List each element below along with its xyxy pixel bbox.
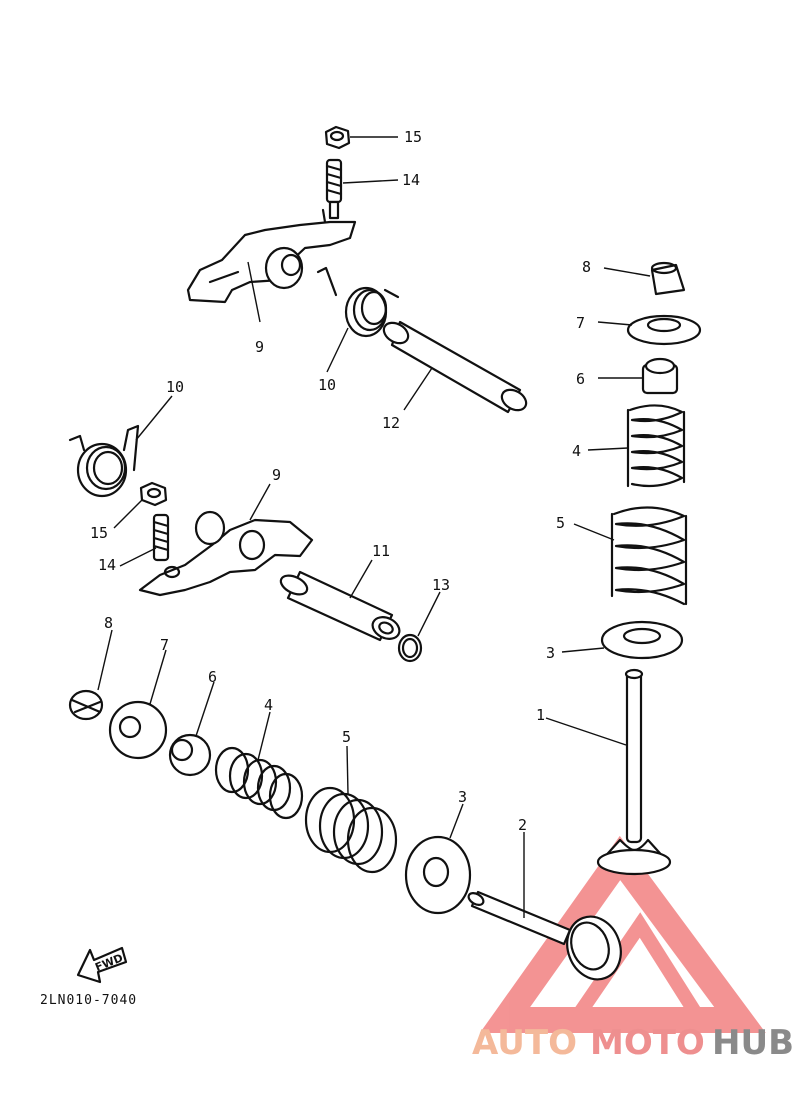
callout-3-left: 3 [458,788,467,806]
valve-stem-seal-6-right [641,357,679,395]
rocker-arm-9-top [186,208,357,304]
valve-spring-5-left [304,786,398,874]
watermark-logo [479,835,766,1033]
valve-spring-5-right [610,506,688,606]
callout-9-left: 9 [272,466,281,484]
spring-retainer-7-right [626,314,702,346]
watermark-auto: AUTO [472,1023,577,1063]
callout-3-right: 3 [546,644,555,662]
callout-7-right: 7 [576,314,585,332]
valve-stem-seal-6-left [168,733,212,777]
rocker-shaft-11 [279,570,401,642]
adjuster-screw-14-top [325,158,343,220]
callout-15-left: 15 [90,524,108,542]
nut-15-left [139,481,168,507]
valve-2 [467,890,622,981]
callout-10-left: 10 [166,378,184,396]
watermark-moto: MOTO [590,1023,705,1063]
callout-4-left: 4 [264,696,273,714]
leader-lines [97,136,651,918]
valve-cotter-8-left [68,689,104,721]
valve-1 [596,668,672,876]
o-ring-13 [397,633,423,663]
fwd-arrow-icon: FWD [76,946,128,984]
rocker-spring-10-top [316,266,400,338]
nut-15-top [324,125,351,150]
callout-10-top: 10 [318,376,336,394]
callout-15-top: 15 [404,128,422,146]
watermark-text: AUTO MOTO HUB [472,1023,794,1063]
callout-9-top: 9 [255,338,264,356]
spring-seat-3-left [404,835,472,915]
rocker-arm-9-left [138,510,314,597]
callout-13: 13 [432,576,450,594]
rocker-spring-10-left [68,424,140,498]
adjuster-screw-14-left [152,513,170,562]
callout-1: 1 [536,706,545,724]
callout-14-top: 14 [402,171,420,189]
watermark-hub: HUB [712,1023,794,1063]
fwd-label: FWD [93,951,125,974]
callout-2: 2 [518,816,527,834]
callout-8-left: 8 [104,614,113,632]
callout-6-left: 6 [208,668,217,686]
diagram-code: 2LN010-7040 [40,993,137,1008]
callout-11: 11 [372,542,390,560]
callout-8-right: 8 [582,258,591,276]
callout-4-right: 4 [572,442,581,460]
callout-labels: 15 14 9 10 12 10 9 15 14 11 13 8 7 6 4 5… [90,128,591,834]
callout-5-left: 5 [342,728,351,746]
callout-7-left: 7 [160,636,169,654]
spring-seat-3-right [600,620,684,660]
callout-6-right: 6 [576,370,585,388]
callout-14-left: 14 [98,556,116,574]
callout-12: 12 [382,414,400,432]
callout-5-right: 5 [556,514,565,532]
rocker-shaft-12 [382,320,528,414]
valve-spring-4-left [214,746,304,820]
spring-retainer-7-left [108,700,168,760]
valve-spring-4-right [626,404,686,488]
valve-cotter-8-right [650,261,686,296]
